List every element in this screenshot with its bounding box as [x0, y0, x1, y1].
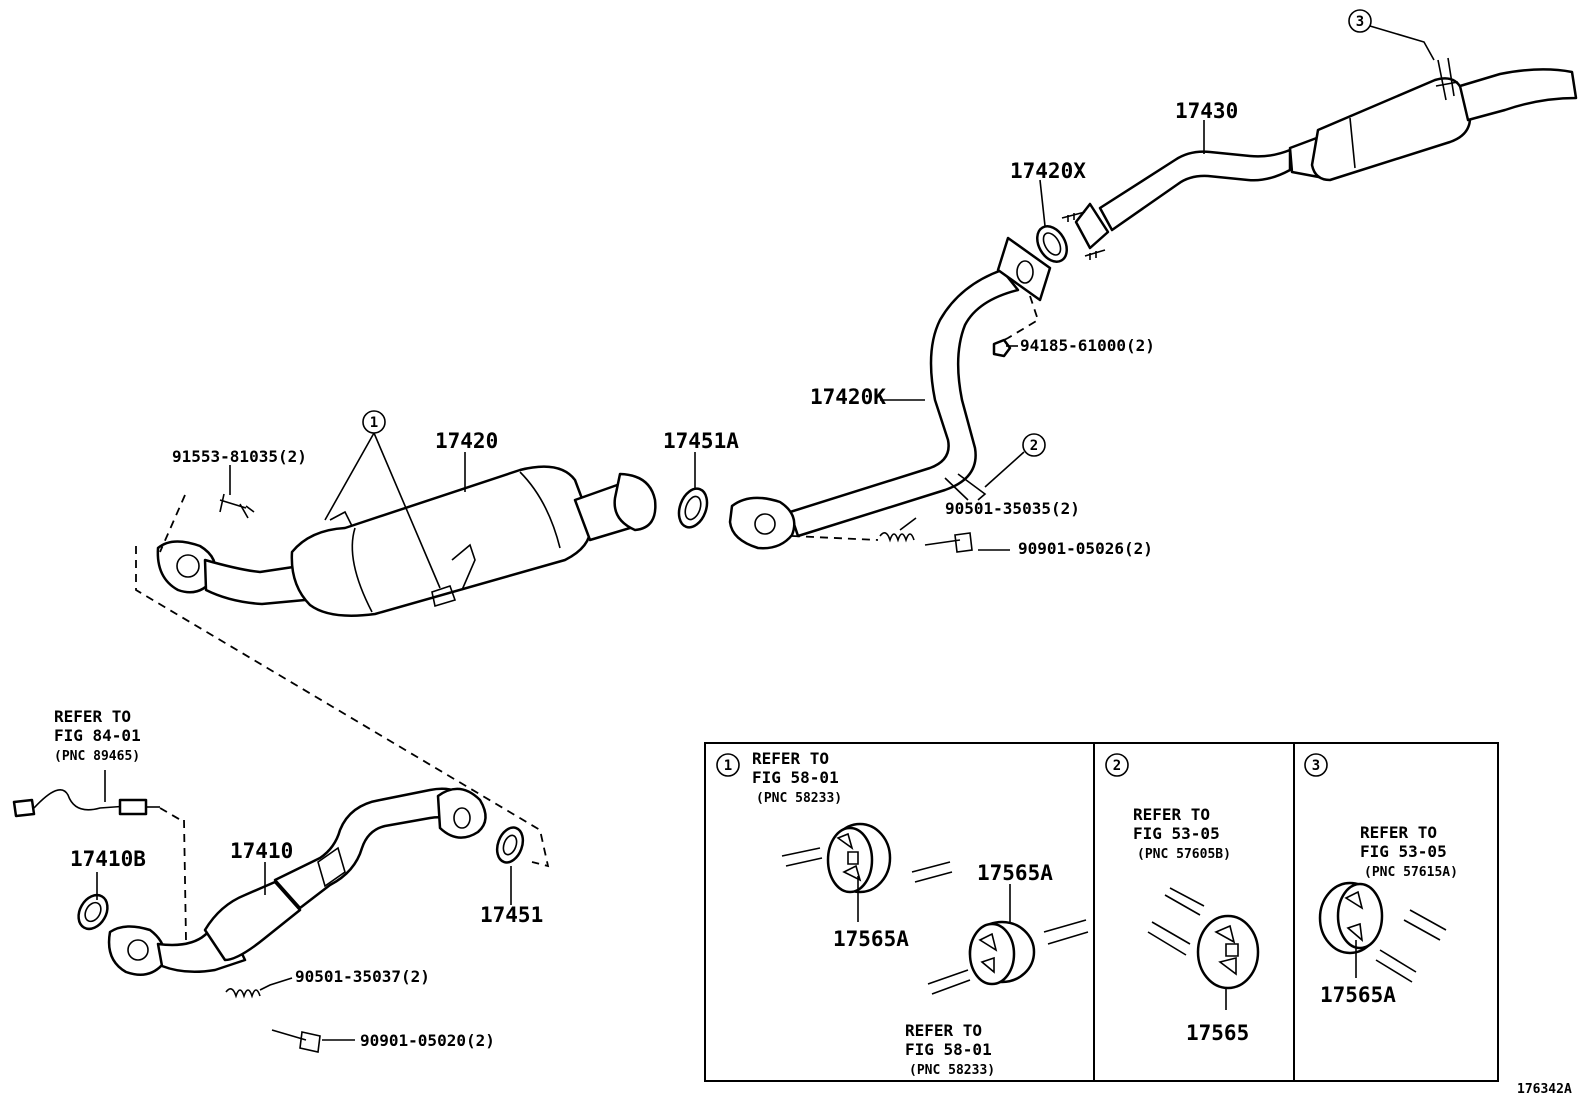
refer-sensor-line2: FIG 84-01 — [54, 726, 141, 745]
hanger-rubber-17565a-upper — [826, 822, 892, 894]
box1-ref-top-line3: (PNC 58233) — [756, 791, 842, 806]
gasket-17410b[interactable] — [73, 890, 114, 934]
label-17410: 17410 — [230, 839, 293, 863]
figure-code: 176342A — [1517, 1082, 1572, 1097]
label-17430: 17430 — [1175, 99, 1238, 123]
box2-ref-line2: FIG 53-05 — [1133, 824, 1220, 843]
box1-ref-top-line1: REFER TO — [752, 749, 829, 768]
tail-pipe-17430[interactable] — [1074, 68, 1578, 250]
box1-part-a: 17565A — [833, 927, 909, 951]
detail-panel — [704, 742, 1499, 1082]
gasket-17420x[interactable] — [1031, 221, 1073, 267]
label-17420x: 17420X — [1010, 159, 1086, 183]
refer-sensor-line1: REFER TO — [54, 707, 131, 726]
leader-lines — [96, 25, 1435, 1041]
detail-box-1: 1 REFER TO FIG 58-01 (PNC 58233) 17565A … — [716, 749, 1089, 1078]
box3-ref-line3: (PNC 57615A) — [1364, 865, 1458, 880]
callout-1-number: 1 — [370, 415, 378, 431]
hanger-rubber-17565a-lower — [968, 920, 1036, 986]
label-91553-81035: 91553-81035(2) — [172, 447, 307, 466]
callout-2[interactable]: 2 — [1022, 433, 1046, 457]
callout-2-number: 2 — [1030, 438, 1038, 454]
callout-3-number: 3 — [1356, 14, 1364, 30]
gasket-17451a[interactable] — [674, 485, 712, 531]
flange-bolts-upper — [1061, 211, 1106, 260]
box1-ref-top-line2: FIG 58-01 — [752, 768, 839, 787]
label-90501-35035: 90501-35035(2) — [945, 499, 1080, 518]
callout-3[interactable]: 3 — [1348, 9, 1372, 33]
label-17451a: 17451A — [663, 429, 739, 453]
bolt-90901-05026 — [924, 532, 973, 553]
nut-94185 — [992, 338, 1012, 358]
oxygen-sensor — [12, 789, 160, 818]
box2-ref-line1: REFER TO — [1133, 805, 1210, 824]
label-90901-05026: 90901-05026(2) — [1018, 539, 1153, 558]
box1-ref-bottom-line3: (PNC 58233) — [909, 1063, 995, 1078]
box3-ref-line2: FIG 53-05 — [1360, 842, 1447, 861]
label-90901-05020: 90901-05020(2) — [360, 1031, 495, 1050]
bolt-90901-05020 — [271, 1029, 321, 1053]
label-17420k: 17420K — [810, 385, 886, 409]
box1-ref-bottom-line2: FIG 58-01 — [905, 1040, 992, 1059]
box3-number: 3 — [1312, 758, 1320, 774]
box1-number: 1 — [724, 758, 732, 774]
hanger-rubber-17565 — [1196, 914, 1260, 990]
spring-90501-35035 — [879, 532, 915, 543]
hanger-rubber-17565a-3 — [1318, 881, 1384, 955]
callout-1[interactable]: 1 — [362, 410, 386, 434]
label-94185-61000: 94185-61000(2) — [1020, 336, 1155, 355]
front-pipe-17410[interactable] — [107, 787, 487, 977]
refer-sensor-line3: (PNC 89465) — [54, 749, 140, 764]
box1-part-b: 17565A — [977, 861, 1053, 885]
box3-ref-line1: REFER TO — [1360, 823, 1437, 842]
detail-box-2: 2 REFER TO FIG 53-05 (PNC 57605B) 17565 — [1105, 753, 1260, 1045]
bolt-91553 — [219, 493, 255, 519]
box2-part: 17565 — [1186, 1021, 1249, 1045]
detail-box-3: 3 REFER TO FIG 53-05 (PNC 57615A) 17565A — [1304, 753, 1458, 1007]
box3-part: 17565A — [1320, 983, 1396, 1007]
box1-ref-bottom-line1: REFER TO — [905, 1021, 982, 1040]
spring-90501-35037 — [225, 988, 261, 999]
label-17451: 17451 — [480, 903, 543, 927]
box2-ref-line3: (PNC 57605B) — [1137, 847, 1231, 862]
label-17420: 17420 — [435, 429, 498, 453]
converter-17420[interactable] — [156, 465, 657, 617]
center-pipe-17420k[interactable] — [728, 236, 1052, 550]
box2-number: 2 — [1113, 758, 1121, 774]
hanger-bracket-3 — [1435, 57, 1459, 101]
gasket-17451[interactable] — [493, 824, 528, 866]
label-90501-35037: 90501-35037(2) — [295, 967, 430, 986]
label-17410b: 17410B — [70, 847, 146, 871]
